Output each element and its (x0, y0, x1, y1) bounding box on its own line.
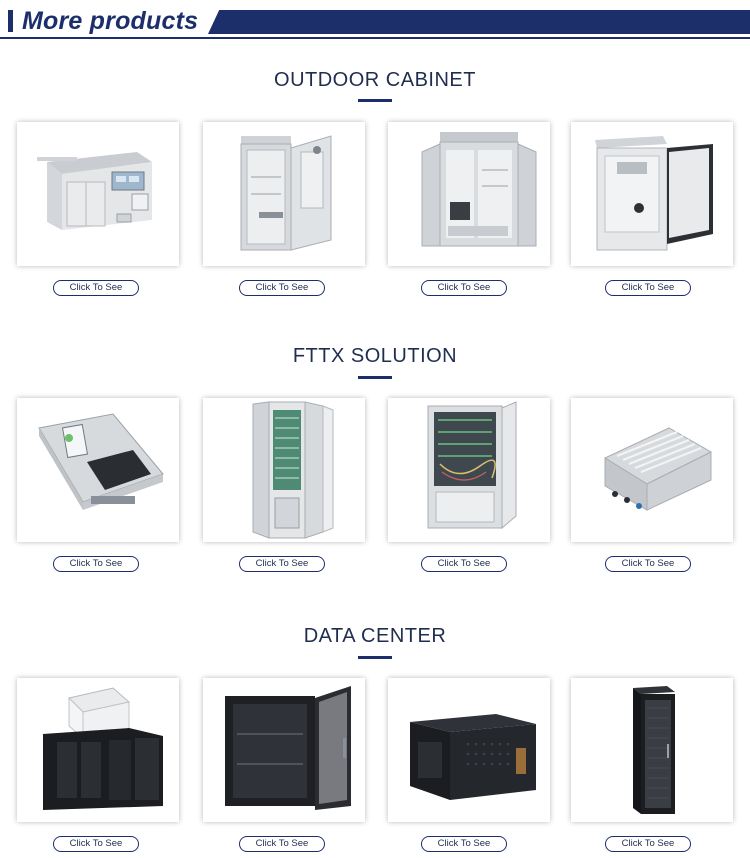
banner-bar (208, 10, 750, 34)
containment-pod-icon (43, 687, 163, 810)
banner-title: More products (22, 7, 199, 35)
banner-rule (0, 37, 750, 39)
click-to-see-button[interactable]: Click To See (53, 280, 139, 296)
outdoor-remote-unit-icon (603, 427, 713, 511)
click-to-see-button[interactable]: Click To See (605, 280, 691, 296)
odf-rack-icon (252, 401, 334, 539)
section-underline (358, 656, 392, 659)
product-card[interactable] (571, 678, 733, 822)
wall-mount-cabinet-icon (410, 714, 536, 800)
outdoor-shelter-icon (37, 152, 152, 230)
server-rack-icon (633, 686, 675, 814)
click-to-see-button[interactable]: Click To See (239, 836, 325, 852)
click-to-see-button[interactable]: Click To See (239, 556, 325, 572)
click-to-see-button[interactable]: Click To See (421, 836, 507, 852)
banner-accent (8, 10, 13, 32)
wall-mount-cabinet-open-icon (225, 686, 351, 810)
product-card[interactable] (203, 122, 365, 266)
click-to-see-button[interactable]: Click To See (53, 836, 139, 852)
section-title: FTTX SOLUTION (292, 345, 458, 367)
product-card[interactable] (388, 122, 550, 266)
more-products-banner: More products (0, 0, 750, 40)
section-title: OUTDOOR CABINET (274, 69, 476, 91)
outdoor-double-door-cabinet-icon (240, 135, 332, 251)
outdoor-small-cabinet-icon (595, 136, 713, 251)
section-underline (358, 99, 392, 102)
product-card[interactable] (17, 122, 179, 266)
click-to-see-button[interactable]: Click To See (421, 556, 507, 572)
click-to-see-button[interactable]: Click To See (605, 556, 691, 572)
click-to-see-button[interactable]: Click To See (53, 556, 139, 572)
click-to-see-button[interactable]: Click To See (239, 280, 325, 296)
product-card[interactable] (17, 398, 179, 542)
click-to-see-button[interactable]: Click To See (605, 836, 691, 852)
outdoor-open-cabinet-icon (421, 132, 537, 247)
product-card[interactable] (571, 122, 733, 266)
product-card[interactable] (17, 678, 179, 822)
product-card[interactable] (203, 398, 365, 542)
product-card[interactable] (388, 678, 550, 822)
product-card[interactable] (571, 398, 733, 542)
fiber-cross-connect-cabinet-icon (427, 401, 517, 530)
product-card[interactable] (203, 678, 365, 822)
fiber-distribution-box-icon (38, 413, 164, 510)
click-to-see-button[interactable]: Click To See (421, 280, 507, 296)
product-card[interactable] (388, 398, 550, 542)
section-underline (358, 376, 392, 379)
section-title: DATA CENTER (303, 625, 447, 647)
